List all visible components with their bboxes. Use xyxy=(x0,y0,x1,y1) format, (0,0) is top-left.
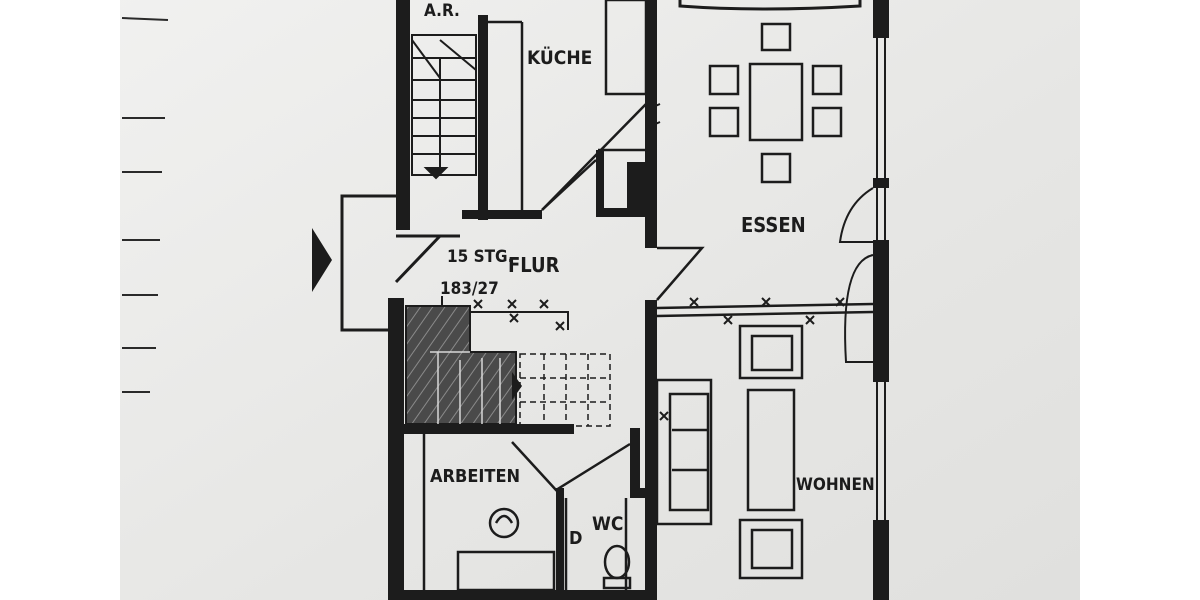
dining-set xyxy=(708,22,843,184)
sofa xyxy=(655,378,713,526)
armchair xyxy=(738,324,804,380)
margin-marks xyxy=(121,17,169,393)
upper-stairs xyxy=(411,34,477,180)
electrical-lines xyxy=(441,103,845,421)
dining-chair xyxy=(708,64,740,96)
stair-dashed-extension xyxy=(519,353,611,427)
room-label-ar: A.R. xyxy=(424,1,460,21)
hall-outline xyxy=(541,159,874,318)
sideboard xyxy=(678,0,862,11)
stair-count-label: 15 STG. xyxy=(447,247,513,267)
room-label-wc: WC xyxy=(592,513,623,535)
dining-table xyxy=(748,62,804,142)
windows xyxy=(401,30,886,520)
toilet-icon xyxy=(602,544,632,590)
lower-stairs xyxy=(405,305,522,425)
kitchen-stove xyxy=(630,168,644,204)
arrow-right-icon xyxy=(312,228,332,292)
armchair xyxy=(738,518,804,580)
walls xyxy=(388,0,889,600)
entrance-vestibule xyxy=(340,194,460,332)
door-mark: D xyxy=(569,528,582,549)
room-label-flur: FLUR xyxy=(508,253,560,277)
living-furniture xyxy=(655,324,804,580)
dining-chair xyxy=(760,152,792,184)
coffee-table xyxy=(746,388,796,512)
dining-chair xyxy=(811,106,843,138)
stair-ratio-label: 183/27 xyxy=(440,279,499,299)
terrace-doors xyxy=(838,187,874,363)
study-lamp-icon xyxy=(488,507,520,539)
room-label-wohnen: WOHNEN xyxy=(796,475,875,495)
dining-chair xyxy=(708,106,740,138)
room-label-kueche: KÜCHE xyxy=(527,45,592,69)
dining-chair xyxy=(760,22,792,52)
room-label-essen: ESSEN xyxy=(741,213,806,237)
room-label-arbeiten: ARBEITEN xyxy=(430,466,520,487)
dining-chair xyxy=(811,64,843,96)
